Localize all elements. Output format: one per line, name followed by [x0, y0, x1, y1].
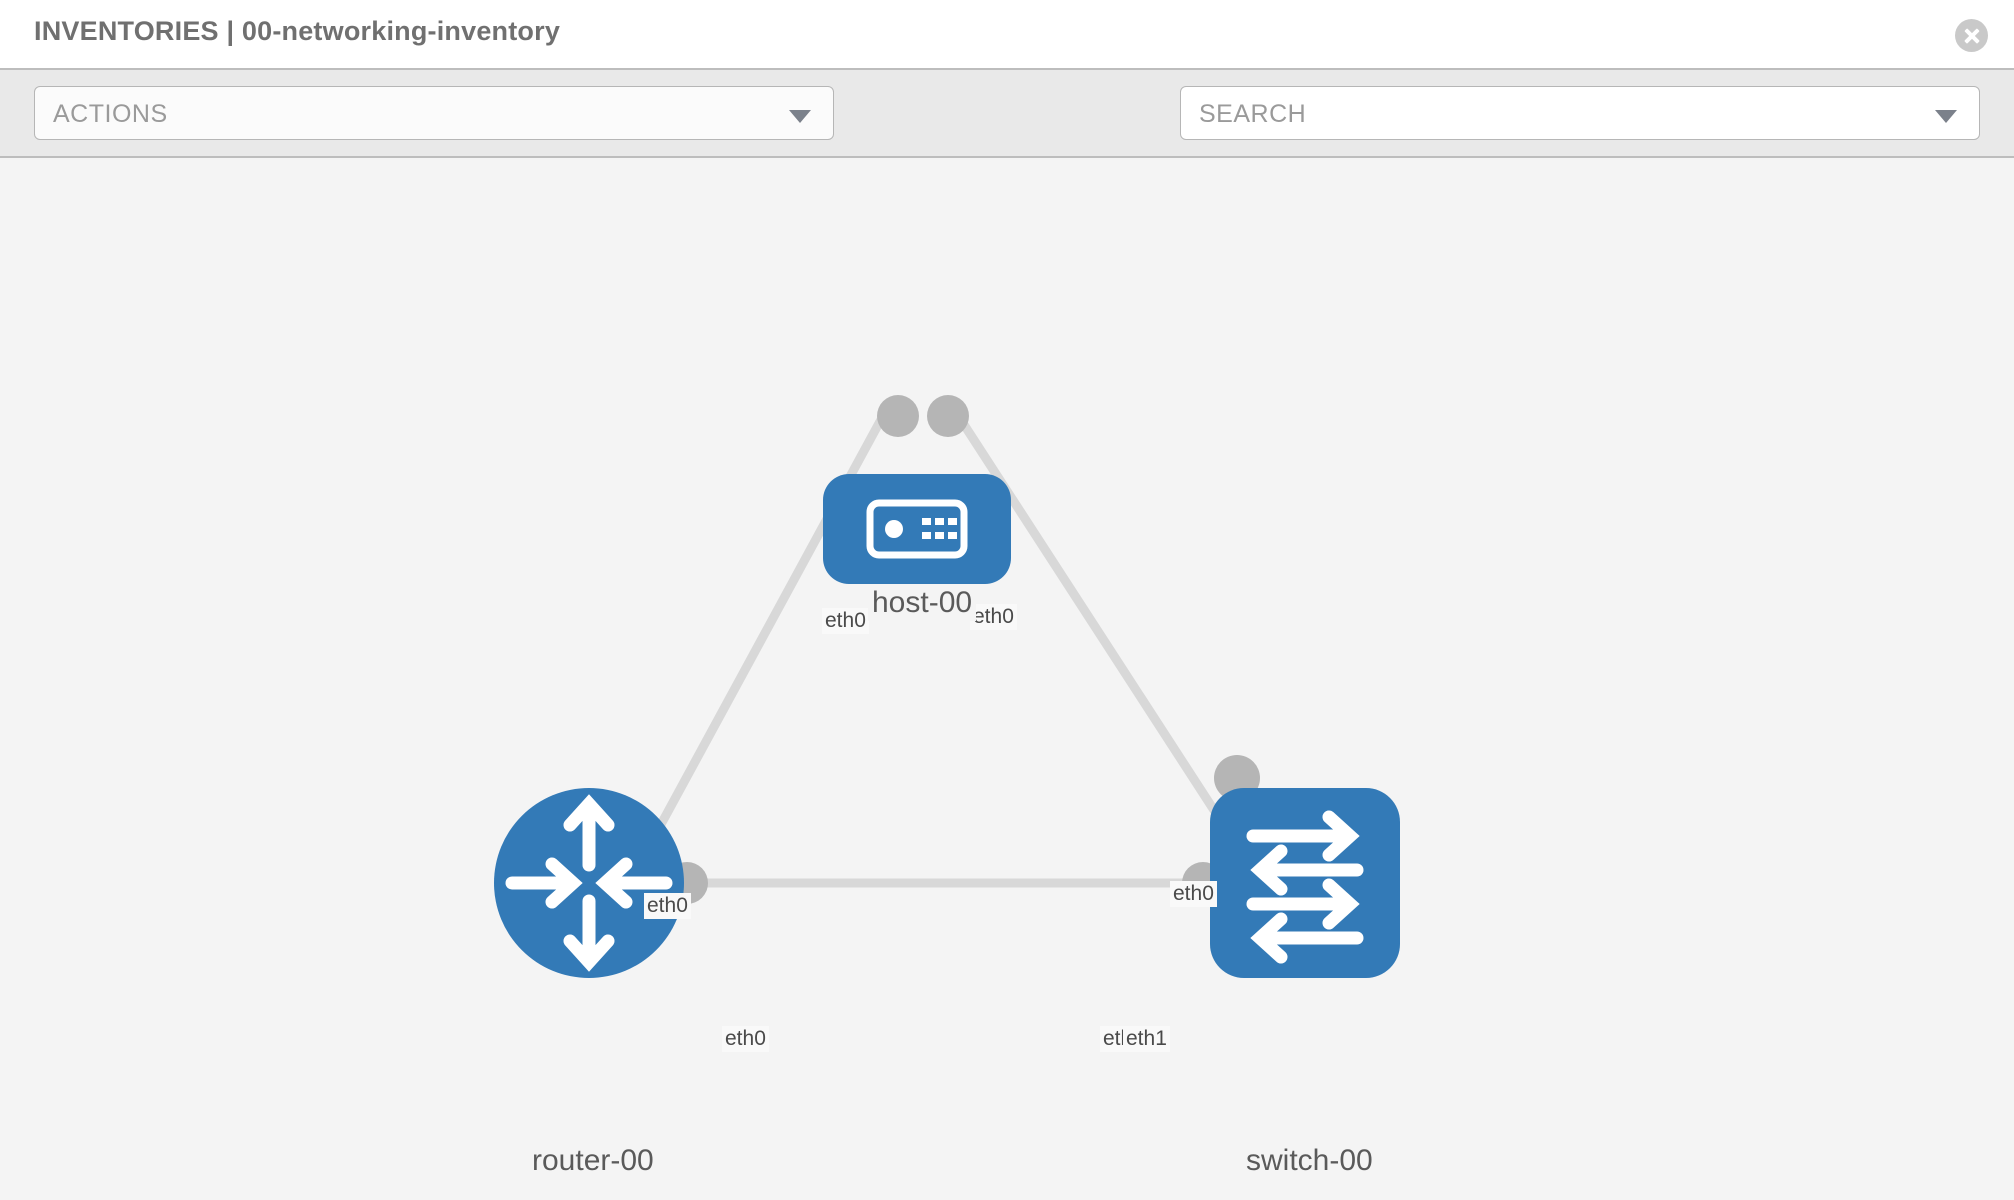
actions-dropdown[interactable]: ACTIONS	[34, 86, 834, 140]
iface-label-router-eth0: eth0	[722, 1026, 769, 1052]
iface-label-host-right: eth0	[970, 604, 1017, 630]
node-label-router-00: router-00	[528, 1143, 658, 1179]
iface-label-router-up: eth0	[644, 893, 691, 919]
server-icon	[866, 499, 968, 559]
window-header: INVENTORIES | 00-networking-inventory	[0, 0, 2014, 68]
iface-label-switch-up: eth0	[1170, 881, 1217, 907]
iface-label-host-left: eth0	[822, 608, 869, 634]
page-title: INVENTORIES | 00-networking-inventory	[34, 16, 561, 46]
connector-host-right	[927, 395, 969, 437]
topology-canvas[interactable]: eth0 eth0 eth0 eth0 eth0 eth0 eth1 host-…	[0, 158, 2014, 1200]
switch-arrows-icon	[1246, 810, 1364, 964]
connector-host-left	[877, 395, 919, 437]
chevron-down-icon[interactable]	[1935, 110, 1957, 123]
close-icon[interactable]	[1955, 19, 1988, 52]
search-input[interactable]: SEARCH	[1180, 86, 1980, 140]
chevron-down-icon	[789, 110, 811, 123]
toolbar: ACTIONS SEARCH	[0, 68, 2014, 200]
node-switch-00	[1210, 788, 1400, 978]
node-label-switch-00: switch-00	[1242, 1143, 1377, 1179]
node-label-host-00: host-00	[868, 585, 977, 621]
node-host-00	[823, 474, 1011, 584]
router-arrows-icon	[505, 794, 673, 972]
actions-dropdown-label: ACTIONS	[53, 100, 168, 128]
iface-label-switch-eth1: eth1	[1123, 1026, 1170, 1052]
link-host-switch	[946, 400, 1249, 861]
search-placeholder: SEARCH	[1199, 100, 1307, 128]
node-router-00	[494, 788, 684, 978]
topology-graph	[494, 395, 1400, 978]
